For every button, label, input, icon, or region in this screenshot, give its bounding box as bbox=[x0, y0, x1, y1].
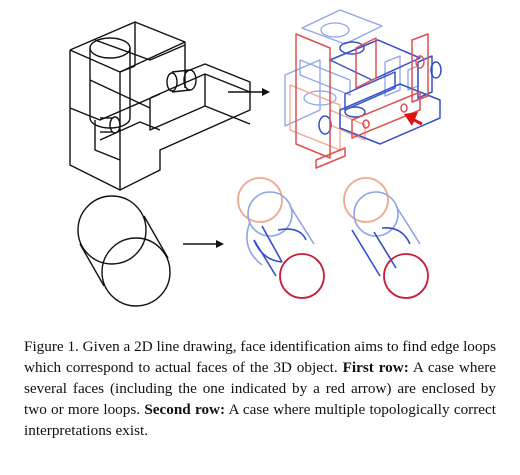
caption-row2-text: A case where multiple topologically corr… bbox=[24, 401, 496, 439]
red-indicator-arrow bbox=[404, 112, 423, 126]
wireframe-object-drawing bbox=[69, 21, 251, 191]
cylinder-interpretation-2 bbox=[343, 177, 429, 299]
cylinder-line-drawing bbox=[77, 195, 171, 307]
figure-illustration bbox=[69, 9, 442, 307]
caption-lead: Figure 1. Given a 2D line drawing, face … bbox=[24, 338, 496, 376]
figure-caption: Figure 1. Given a 2D line drawing, face … bbox=[24, 336, 496, 441]
caption-row2-label: Second row: bbox=[144, 401, 226, 418]
cylinder-interpretation-1 bbox=[237, 177, 325, 299]
caption-row1-label: First row: bbox=[342, 359, 409, 376]
caption-row1-text: A case where several faces (including th… bbox=[24, 359, 497, 418]
exploded-faces-drawing bbox=[284, 9, 442, 169]
row2-arrow bbox=[183, 240, 224, 248]
row1-arrow bbox=[228, 88, 270, 96]
